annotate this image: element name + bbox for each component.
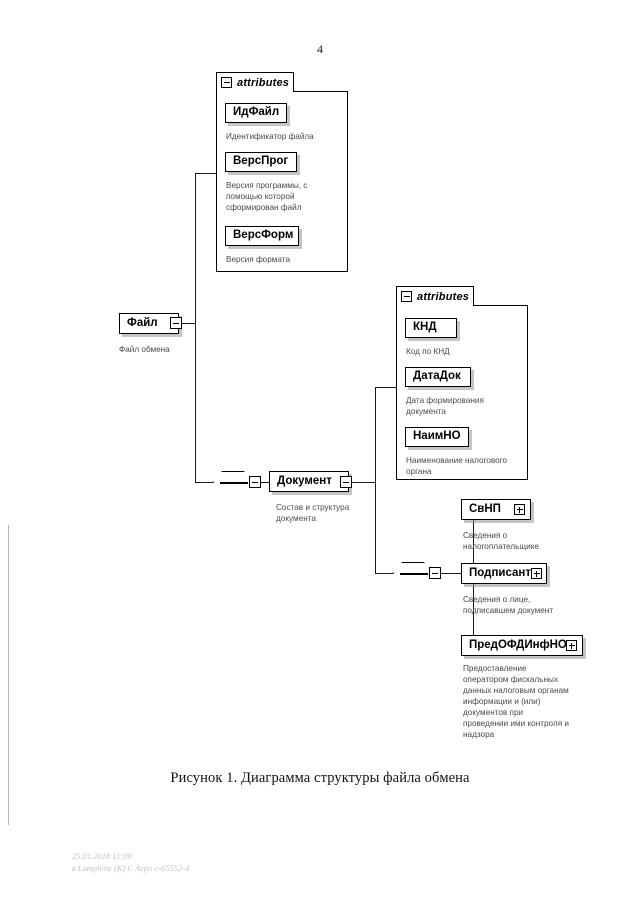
attribute-name: НаимНО bbox=[413, 430, 461, 443]
element-node-svnp[interactable]: СвНП bbox=[461, 499, 531, 520]
podpisant-expand-handle[interactable] bbox=[531, 568, 542, 579]
file-collapse-handle[interactable] bbox=[170, 317, 182, 329]
attribute-name: ВерсФорм bbox=[233, 229, 294, 242]
attribute-description-naimno: Наименование налогового органа bbox=[406, 456, 508, 476]
attribute-node-idfail[interactable]: ИдФайл bbox=[225, 103, 287, 123]
connector-file-trunk bbox=[182, 323, 195, 324]
margin-rule bbox=[8, 525, 9, 825]
minus-icon[interactable] bbox=[401, 291, 412, 302]
attribute-node-versprog[interactable]: ВерсПрог bbox=[225, 152, 297, 172]
svnp-expand-handle[interactable] bbox=[514, 504, 525, 515]
attribute-node-knd[interactable]: КНД bbox=[405, 318, 457, 338]
element-name: ПредОФДИнфНО bbox=[469, 638, 567, 651]
connector-document-trunk bbox=[352, 482, 375, 483]
attribute-node-versform[interactable]: ВерсФорм bbox=[225, 226, 299, 246]
attribute-node-naimno[interactable]: НаимНО bbox=[405, 427, 469, 447]
sequence-dots-icon bbox=[214, 472, 253, 493]
figure-caption: Рисунок 1. Диаграмма структуры файла обм… bbox=[170, 770, 470, 786]
element-description-svnp: Сведения о налогоплательщике bbox=[463, 531, 539, 551]
file-attributes-tab[interactable]: attributes bbox=[216, 72, 294, 92]
footer-timestamp: 25.01.2018 11:09 bbox=[72, 851, 132, 861]
sequence-compositor-document[interactable] bbox=[393, 562, 433, 584]
attributes-label: attributes bbox=[237, 76, 290, 89]
connector-document-to-sequence bbox=[375, 573, 393, 574]
attribute-node-datadok[interactable]: ДатаДок bbox=[405, 367, 471, 387]
document-attributes-tab[interactable]: attributes bbox=[396, 286, 474, 306]
attribute-description-datadok: Дата формирования документа bbox=[406, 396, 484, 416]
element-description-podpisant: Сведения о лице, подписавшем документ bbox=[463, 595, 554, 615]
element-name: Файл bbox=[127, 316, 158, 329]
element-node-document[interactable]: Документ bbox=[269, 471, 349, 492]
page-footer: 25.01.2018 11:09 в Lomplone (К) С Агри с… bbox=[72, 850, 392, 874]
connector-branch-trunk bbox=[441, 573, 473, 574]
attribute-name: ДатаДок bbox=[413, 370, 461, 383]
connector-document-to-attributes bbox=[375, 387, 397, 388]
connector-file-to-attributes bbox=[195, 173, 217, 174]
element-node-predofd[interactable]: ПредОФДИнфНО bbox=[461, 635, 583, 656]
connector-sequence-to-document bbox=[261, 482, 270, 483]
sequence-file-handle[interactable] bbox=[249, 476, 261, 488]
sequence-compositor-file[interactable] bbox=[213, 471, 253, 493]
element-name: Подписант bbox=[469, 566, 531, 579]
element-name: СвНП bbox=[469, 502, 501, 515]
connector-file-to-sequence bbox=[195, 482, 213, 483]
page-number: 4 bbox=[317, 42, 323, 56]
document-collapse-handle[interactable] bbox=[340, 476, 352, 488]
element-description-predofd: Предоставление оператором фискальных дан… bbox=[463, 664, 569, 739]
attribute-description-idfail: Идентификатор файла bbox=[226, 132, 314, 141]
connector-file-vertical bbox=[195, 173, 196, 483]
sequence-dots-icon bbox=[394, 563, 433, 584]
attribute-name: КНД bbox=[413, 321, 437, 334]
element-node-podpisant[interactable]: Подписант bbox=[461, 563, 547, 584]
element-name: Документ bbox=[277, 474, 332, 487]
attribute-name: ВерсПрог bbox=[233, 155, 289, 168]
attribute-description-versprog: Версия программы, с помощью которой сфор… bbox=[226, 181, 308, 212]
element-description-file: Файл обмена bbox=[119, 345, 170, 354]
minus-icon[interactable] bbox=[221, 77, 232, 88]
footer-source: в Lomplone (К) С Агри с-65552-4 bbox=[72, 863, 190, 873]
attribute-name: ИдФайл bbox=[233, 106, 280, 119]
attribute-description-versform: Версия формата bbox=[226, 255, 291, 264]
sequence-document-handle[interactable] bbox=[429, 567, 441, 579]
attributes-label: attributes bbox=[417, 290, 470, 303]
predofd-expand-handle[interactable] bbox=[566, 640, 577, 651]
element-description-document: Состав и структура документа bbox=[276, 503, 350, 523]
element-node-file[interactable]: Файл bbox=[119, 313, 179, 334]
attribute-description-knd: Код по КНД bbox=[406, 347, 450, 356]
connector-document-vertical bbox=[375, 387, 376, 573]
